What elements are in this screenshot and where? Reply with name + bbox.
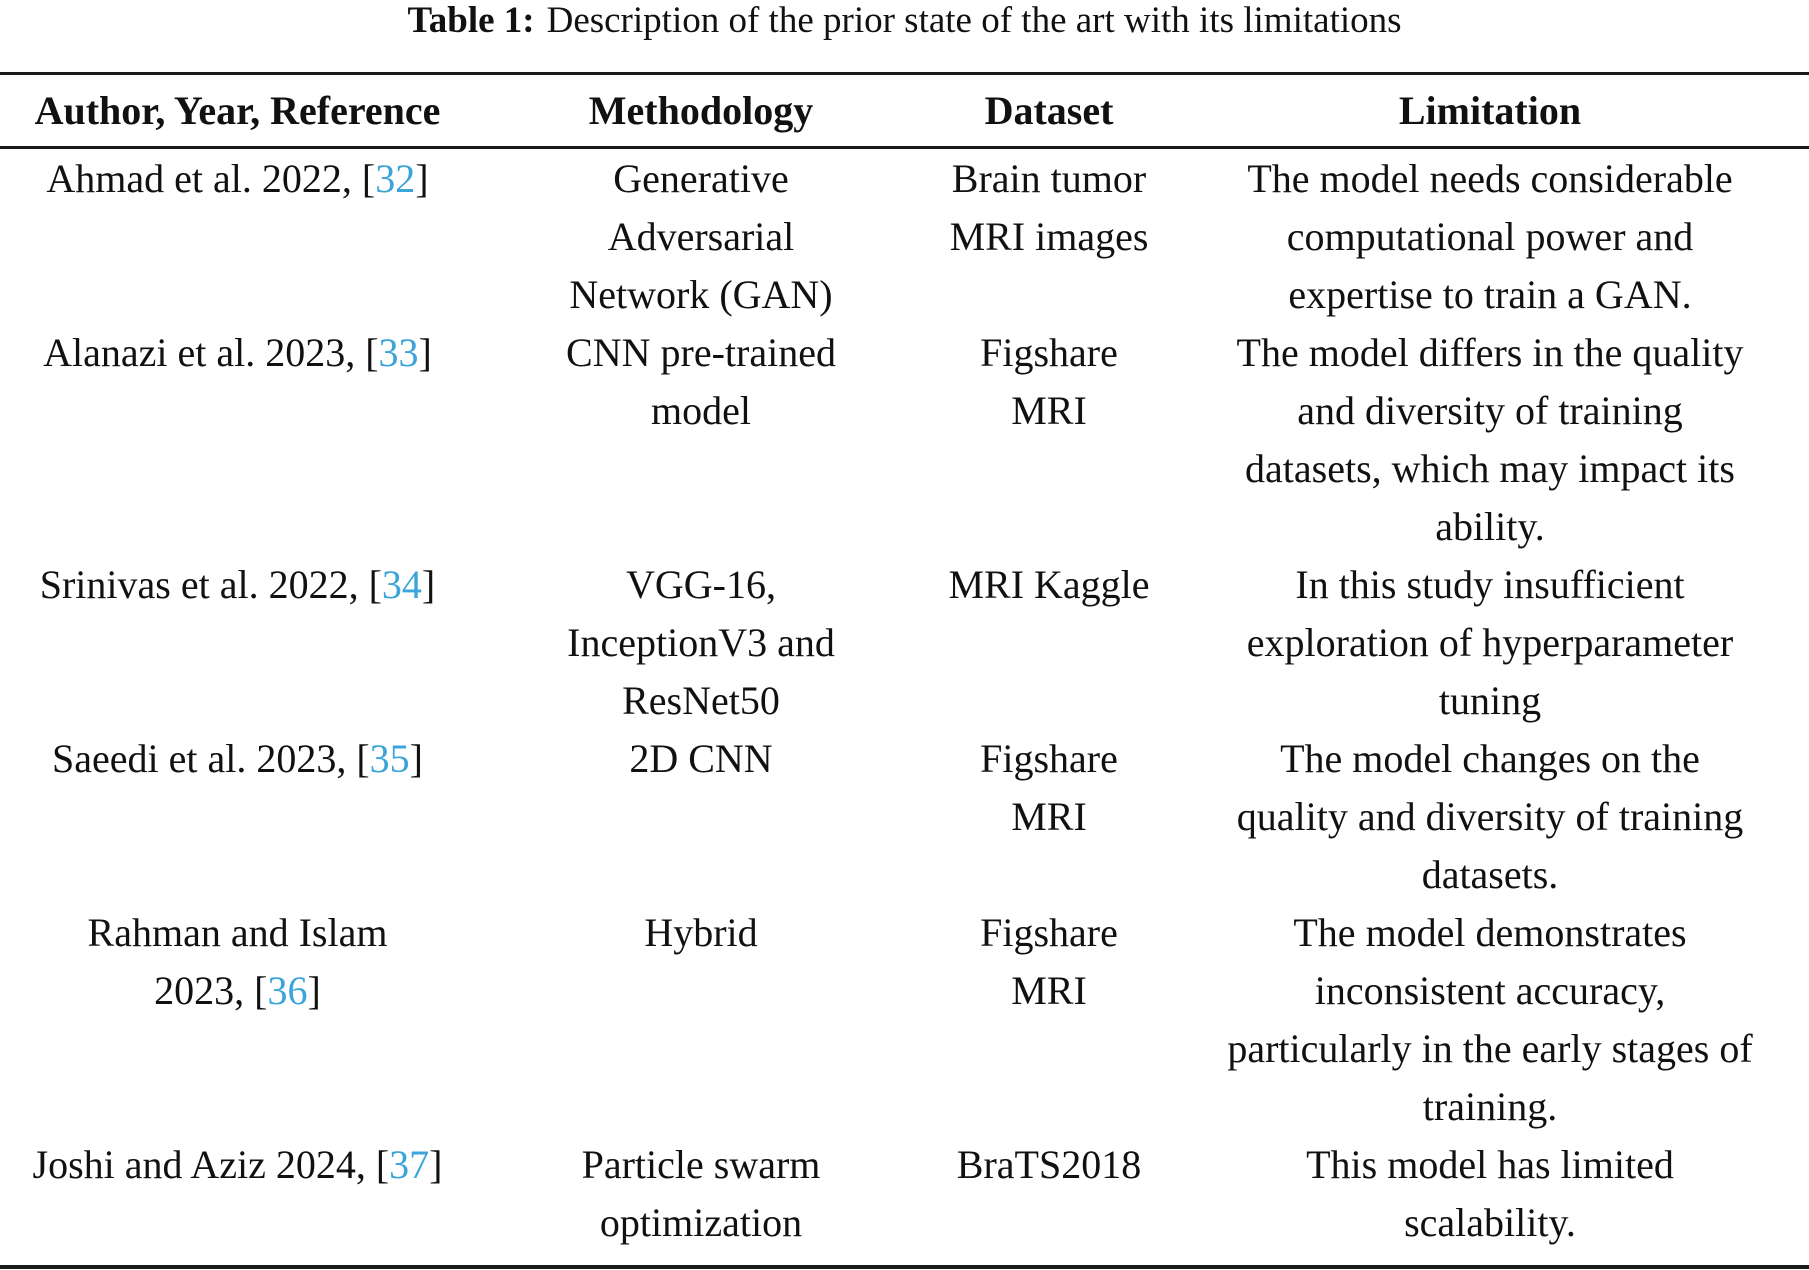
bottom-rule	[0, 1265, 1809, 1269]
reference-link[interactable]: 32	[375, 156, 416, 201]
header-methodology: Methodology	[588, 88, 814, 133]
top-rule	[0, 72, 1809, 75]
table-caption: Table 1: Description of the prior state o…	[0, 0, 1809, 42]
header-row: Author, Year, Reference Methodology Data…	[0, 75, 1809, 146]
table-row: Alanazi et al. 2023, [33] CNN pre-traine…	[0, 324, 1809, 556]
table-row: Srinivas et al. 2022, [34] VGG-16,Incept…	[0, 556, 1809, 730]
caption-label: Table 1:	[407, 0, 535, 41]
author-cell: Srinivas et al. 2022, [34]	[39, 562, 436, 607]
dataset-cell: BraTS2018	[956, 1142, 1142, 1187]
methodology-cell: 2D CNN	[629, 736, 773, 781]
table-row: Joshi and Aziz 2024, [37] Particle swarm…	[0, 1136, 1809, 1252]
caption-text: Description of the prior state of the ar…	[546, 0, 1402, 41]
author-cell: Saeedi et al. 2023, [35]	[51, 736, 423, 781]
header-dataset: Dataset	[984, 88, 1114, 133]
dataset-cell: MRI Kaggle	[948, 562, 1150, 607]
reference-link[interactable]: 34	[381, 562, 422, 607]
reference-link[interactable]: 36	[267, 968, 308, 1013]
author-cell: Ahmad et al. 2022, [32]	[46, 156, 429, 201]
methodology-cell: Hybrid	[644, 910, 758, 955]
author-cell: Alanazi et al. 2023, [33]	[43, 330, 432, 375]
state-of-art-table: Author, Year, Reference Methodology Data…	[0, 75, 1809, 1252]
author-cell: Joshi and Aziz 2024, [37]	[32, 1142, 443, 1187]
reference-link[interactable]: 37	[389, 1142, 430, 1187]
reference-link[interactable]: 35	[369, 736, 410, 781]
header-author: Author, Year, Reference	[34, 88, 441, 133]
header-rule	[0, 146, 1809, 149]
header-limitation: Limitation	[1398, 88, 1582, 133]
reference-link[interactable]: 33	[378, 330, 419, 375]
table-row: Saeedi et al. 2023, [35] 2D CNN Figshare…	[0, 730, 1809, 904]
